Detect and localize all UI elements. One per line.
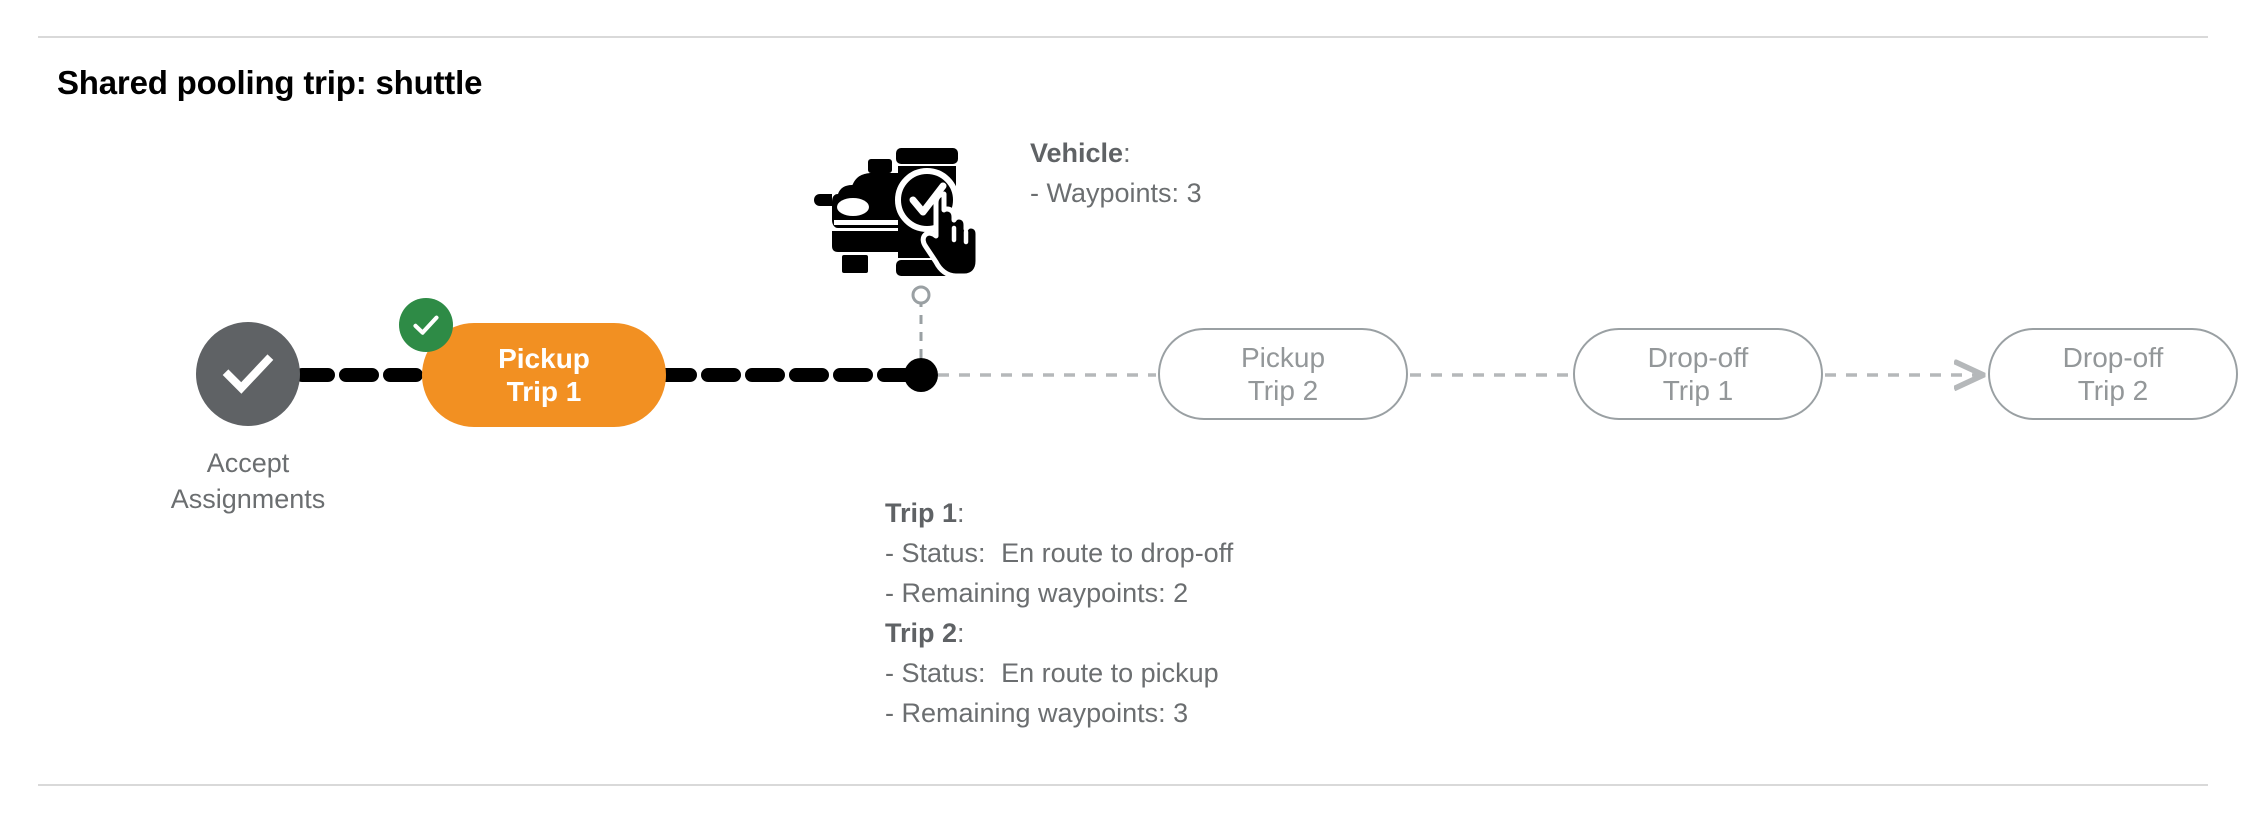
trip2-status-label: - Status:: [885, 657, 986, 688]
vehicle-waypoints-label: - Waypoints:: [1030, 177, 1180, 208]
trip1-heading-suffix: :: [957, 498, 965, 528]
node-pickup-trip-2-line-1: Pickup: [1240, 341, 1326, 373]
node-dropoff-trip-1-line-1: Drop-off: [1647, 341, 1749, 373]
trip2-status-row: - Status: En route to pickup: [885, 654, 1233, 694]
trip1-waypoints-value: 2: [1173, 577, 1189, 608]
trip2-waypoints-value: 3: [1173, 697, 1189, 728]
trip1-status-label: - Status:: [885, 537, 986, 568]
node-pickup-trip-2-line-2: Trip 2: [1247, 375, 1319, 406]
trip1-heading: Trip 1: [885, 498, 958, 528]
bottom-divider: [38, 784, 2208, 786]
top-divider: [38, 36, 2208, 38]
node-accept-assignments-caption: Accept Assignments: [128, 445, 368, 517]
node-dropoff-trip-2[interactable]: Drop-off Trip 2: [1988, 328, 2238, 420]
vehicle-app-check-icon: [812, 124, 980, 284]
vehicle-position-dot: [904, 358, 938, 392]
trip2-heading: Trip 2: [885, 617, 958, 648]
trip1-waypoints-label: - Remaining waypoints:: [885, 577, 1166, 608]
vehicle-leader-endpoint: [911, 285, 931, 305]
page-title: Shared pooling trip: shuttle: [57, 64, 483, 101]
trip2-status-value: En route to pickup: [1001, 657, 1219, 688]
check-icon: [413, 315, 439, 335]
trip2-heading-row: Trip 2:: [885, 614, 1233, 654]
vehicle-info-waypoints-row: - Waypoints: 3: [1030, 174, 1202, 214]
trip2-waypoints-row: - Remaining waypoints: 3: [885, 694, 1233, 734]
node-pickup-trip-1-line-1: Pickup: [498, 342, 590, 374]
vehicle-waypoints-value: 3: [1186, 177, 1202, 208]
node-dropoff-trip-2-line-2: Trip 2: [2077, 375, 2149, 406]
check-circle-icon: [222, 354, 274, 394]
node-dropoff-trip-1-line-2: Trip 1: [1662, 375, 1734, 406]
caption-line-2: Assignments: [170, 484, 326, 515]
node-dropoff-trip-1[interactable]: Drop-off Trip 1: [1573, 328, 1823, 420]
trip1-waypoints-row: - Remaining waypoints: 2: [885, 574, 1233, 614]
node-dropoff-trip-2-line-1: Drop-off: [2062, 341, 2164, 373]
node-pickup-trip-1[interactable]: Pickup Trip 1: [422, 323, 666, 427]
vehicle-info-heading-suffix: :: [1123, 138, 1131, 168]
vehicle-info-heading: Vehicle: [1030, 138, 1124, 168]
trip1-status-value: En route to drop-off: [1001, 537, 1234, 568]
node-accept-assignments[interactable]: [196, 322, 300, 426]
completed-check-badge: [399, 298, 453, 352]
node-pickup-trip-2[interactable]: Pickup Trip 2: [1158, 328, 1408, 420]
vehicle-info-block: Vehicle: - Waypoints: 3: [1030, 134, 1202, 214]
trip2-waypoints-label: - Remaining waypoints:: [885, 697, 1166, 728]
caption-line-1: Accept: [206, 448, 290, 478]
trip1-status-row: - Status: En route to drop-off: [885, 534, 1233, 574]
node-pickup-trip-1-line-2: Trip 1: [506, 376, 582, 407]
trip-info-block: Trip 1: - Status: En route to drop-off -…: [885, 494, 1233, 734]
vehicle-info-heading-row: Vehicle:: [1030, 134, 1202, 174]
trip1-heading-row: Trip 1:: [885, 494, 1233, 534]
trip2-heading-suffix: :: [957, 617, 965, 648]
